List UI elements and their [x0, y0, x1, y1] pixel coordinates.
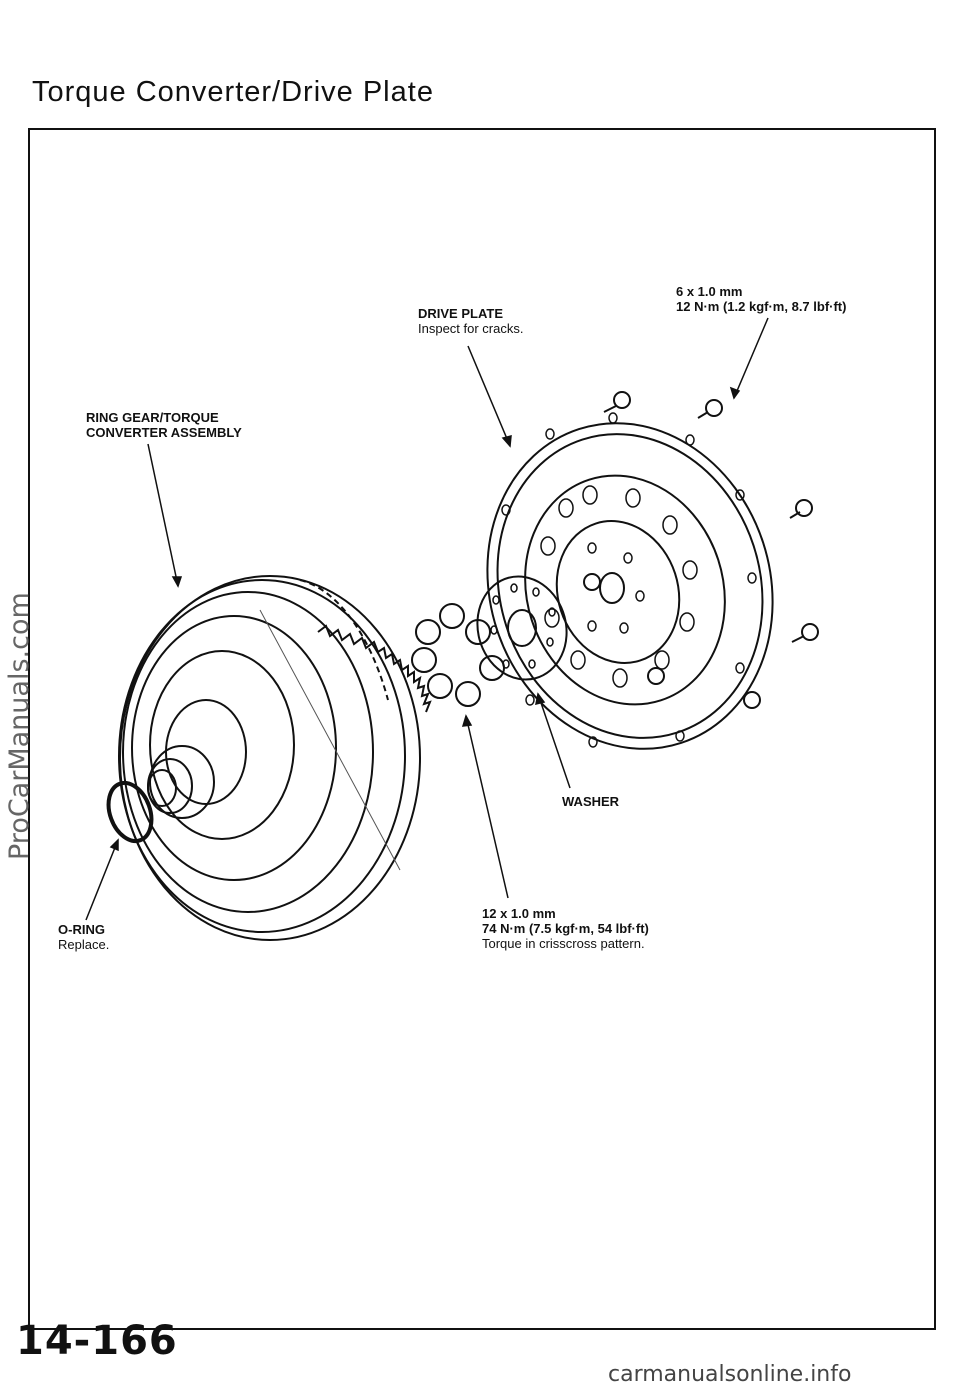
bolt-6mm-callout: 6 x 1.0 mm 12 N·m (1.2 kgf·m, 8.7 lbf·ft… — [676, 284, 846, 314]
side-watermark: ProCarManuals.com — [4, 592, 35, 860]
bolt-12mm-torque: 74 N·m (7.5 kgf·m, 54 lbf·ft) — [482, 921, 649, 936]
drive-plate-callout: DRIVE PLATE Inspect for cracks. — [418, 306, 523, 336]
bolt-12mm-size: 12 x 1.0 mm — [482, 906, 556, 921]
bolt-12mm-note: Torque in crisscross pattern. — [482, 936, 645, 951]
o-ring-label: O-RING — [58, 922, 105, 937]
large-bolts-illustration — [411, 603, 505, 707]
drive-plate-illustration — [486, 412, 774, 750]
ring-gear-callout: RING GEAR/TORQUE CONVERTER ASSEMBLY — [86, 410, 242, 440]
footer-watermark: carmanualsonline.info — [608, 1362, 852, 1387]
bolt-6mm-size: 6 x 1.0 mm — [676, 284, 743, 299]
torque-converter-illustration — [118, 575, 432, 941]
bolt-6mm-torque: 12 N·m (1.2 kgf·m, 8.7 lbf·ft) — [676, 299, 847, 314]
o-ring-callout: O-RING Replace. — [58, 922, 109, 952]
o-ring-note: Replace. — [58, 937, 110, 952]
diagram-frame — [28, 128, 936, 1330]
washer-callout: WASHER — [562, 794, 619, 809]
small-bolts-illustration — [583, 391, 819, 709]
page-number: 14-166 — [16, 1318, 178, 1364]
bolt-12mm-callout: 12 x 1.0 mm 74 N·m (7.5 kgf·m, 54 lbf·ft… — [482, 906, 649, 951]
washer-illustration — [476, 575, 568, 681]
ring-gear-label-2: CONVERTER ASSEMBLY — [86, 425, 242, 440]
page-title: Torque Converter/Drive Plate — [32, 76, 434, 108]
leader-lines — [85, 317, 769, 921]
ring-gear-label-1: RING GEAR/TORQUE — [86, 410, 219, 425]
drive-plate-label: DRIVE PLATE — [418, 306, 503, 321]
drive-plate-note: Inspect for cracks. — [418, 321, 524, 336]
washer-label: WASHER — [562, 794, 620, 809]
o-ring-illustration — [106, 780, 154, 844]
